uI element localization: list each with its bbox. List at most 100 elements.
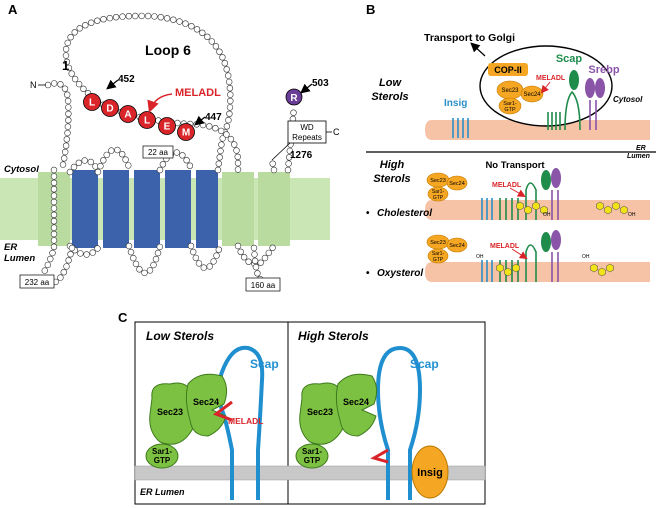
residue-bead bbox=[47, 255, 54, 263]
residue-bead bbox=[59, 161, 67, 168]
scap-mid bbox=[499, 182, 537, 220]
residue-bead bbox=[63, 91, 71, 98]
wd-line2: Repeats bbox=[292, 133, 322, 142]
motif-residue-letter: L bbox=[89, 98, 95, 109]
residue-bead bbox=[87, 158, 95, 166]
sar1-b3-l1: Sar1- bbox=[432, 251, 445, 257]
residue-bead bbox=[176, 18, 183, 25]
residue-bead bbox=[186, 162, 194, 169]
residue-bead bbox=[114, 146, 121, 154]
residue-bead bbox=[154, 249, 162, 257]
c-meladl-low-label: MELADL bbox=[228, 416, 263, 426]
oh-mid-2: OH bbox=[628, 212, 636, 218]
residue-bead bbox=[132, 12, 139, 20]
residue-bead bbox=[223, 123, 231, 130]
cytosol-b: Cytosol bbox=[613, 95, 643, 104]
residue-bead bbox=[215, 160, 223, 167]
oh-bottom-2: OH bbox=[582, 254, 590, 260]
helix bbox=[72, 170, 98, 248]
residue-bead bbox=[223, 131, 230, 138]
residue-bead bbox=[71, 75, 79, 83]
sterol-ring bbox=[516, 201, 524, 211]
residue-bead bbox=[182, 20, 189, 27]
bullet-oxysterol: • bbox=[366, 268, 370, 279]
meladl-b1: MELADL bbox=[536, 75, 566, 82]
residue-bead bbox=[125, 13, 133, 20]
cholesterol-label: Cholesterol bbox=[377, 208, 432, 219]
sec24-b3 bbox=[446, 237, 468, 253]
residue-bead bbox=[61, 148, 69, 156]
er-label-line1: ER bbox=[4, 242, 17, 253]
meladl-b2-arrow bbox=[509, 187, 526, 197]
panel-b-label: B bbox=[366, 2, 375, 17]
tm-box bbox=[222, 172, 254, 246]
residue-bead bbox=[65, 257, 72, 264]
residue-bead bbox=[170, 16, 177, 23]
residue-bead bbox=[87, 19, 95, 26]
residue-bead bbox=[132, 260, 140, 268]
helix bbox=[103, 170, 129, 248]
oh-mid-1: OH bbox=[543, 212, 551, 218]
c-sec23-high-label: Sec23 bbox=[307, 407, 333, 417]
residue-bead bbox=[50, 230, 58, 238]
sterol-molecules bbox=[496, 201, 628, 277]
motif-residue-letter: M bbox=[182, 128, 190, 139]
residue-bead bbox=[221, 59, 229, 67]
c-sar1-high bbox=[295, 443, 329, 469]
residue-bead bbox=[234, 242, 242, 250]
residue-bead bbox=[265, 249, 272, 257]
aa-160-box bbox=[245, 277, 281, 292]
insig-bottom bbox=[481, 260, 493, 282]
residue-bead bbox=[108, 147, 115, 154]
c-high-sterols: High Sterols bbox=[298, 329, 369, 343]
sar1-b1-l1: Sar1- bbox=[503, 101, 517, 107]
sar1-b1 bbox=[498, 97, 522, 115]
residue-bead bbox=[60, 269, 67, 276]
c-meladl-high-motif bbox=[370, 448, 389, 464]
sterol-ring bbox=[524, 205, 532, 215]
sar1-b1-l2: GTP bbox=[504, 107, 516, 113]
panel-a-label: A bbox=[8, 2, 18, 17]
srebp-b-label: Srebp bbox=[588, 64, 619, 76]
residue-bead bbox=[150, 261, 157, 269]
sterol-ring bbox=[512, 263, 520, 273]
sec23-b2-label: Sec23 bbox=[430, 178, 446, 184]
residue-bead bbox=[68, 244, 76, 252]
r-residue-label: R bbox=[290, 93, 298, 104]
sterol-ring bbox=[598, 267, 606, 277]
residue-bead bbox=[67, 251, 74, 258]
residue-bead bbox=[227, 135, 235, 143]
scap-top-head bbox=[569, 70, 579, 90]
sterol-ring bbox=[532, 201, 540, 211]
scap-b-label: Scap bbox=[556, 53, 583, 65]
residue-bead bbox=[103, 151, 110, 159]
er-b-l1: ER bbox=[636, 145, 646, 152]
low-sterols-l1: Low bbox=[379, 77, 402, 89]
residue-bead bbox=[68, 70, 75, 77]
n-term-number: 1 bbox=[62, 58, 69, 73]
pos-452: 452 bbox=[118, 74, 135, 85]
loop-6-label: Loop 6 bbox=[145, 42, 191, 58]
residue-bead bbox=[183, 157, 190, 164]
residue-bead bbox=[193, 26, 201, 33]
residue-bead bbox=[64, 123, 72, 130]
residue-bead bbox=[50, 192, 58, 199]
c-insig-label: Insig bbox=[417, 467, 443, 479]
residue-bead bbox=[190, 248, 197, 256]
residue-bead bbox=[50, 205, 58, 212]
residue-bead bbox=[152, 255, 160, 263]
er-membrane-bottom bbox=[425, 262, 650, 282]
sar1-b3 bbox=[427, 248, 449, 264]
residue-bead bbox=[57, 274, 64, 281]
residue-bead bbox=[245, 258, 252, 265]
residue-bead bbox=[136, 266, 143, 273]
aa-232-box bbox=[19, 274, 55, 289]
meladl-b3-arrow bbox=[511, 248, 528, 260]
sterol-ring bbox=[504, 267, 512, 277]
c-insig bbox=[411, 445, 449, 499]
sar1-b3-l2: GTP bbox=[433, 257, 444, 263]
residue-bead bbox=[234, 159, 242, 167]
residue-bead bbox=[212, 124, 219, 132]
er-b-l2: Lumen bbox=[627, 153, 650, 160]
copii-box bbox=[488, 63, 528, 76]
